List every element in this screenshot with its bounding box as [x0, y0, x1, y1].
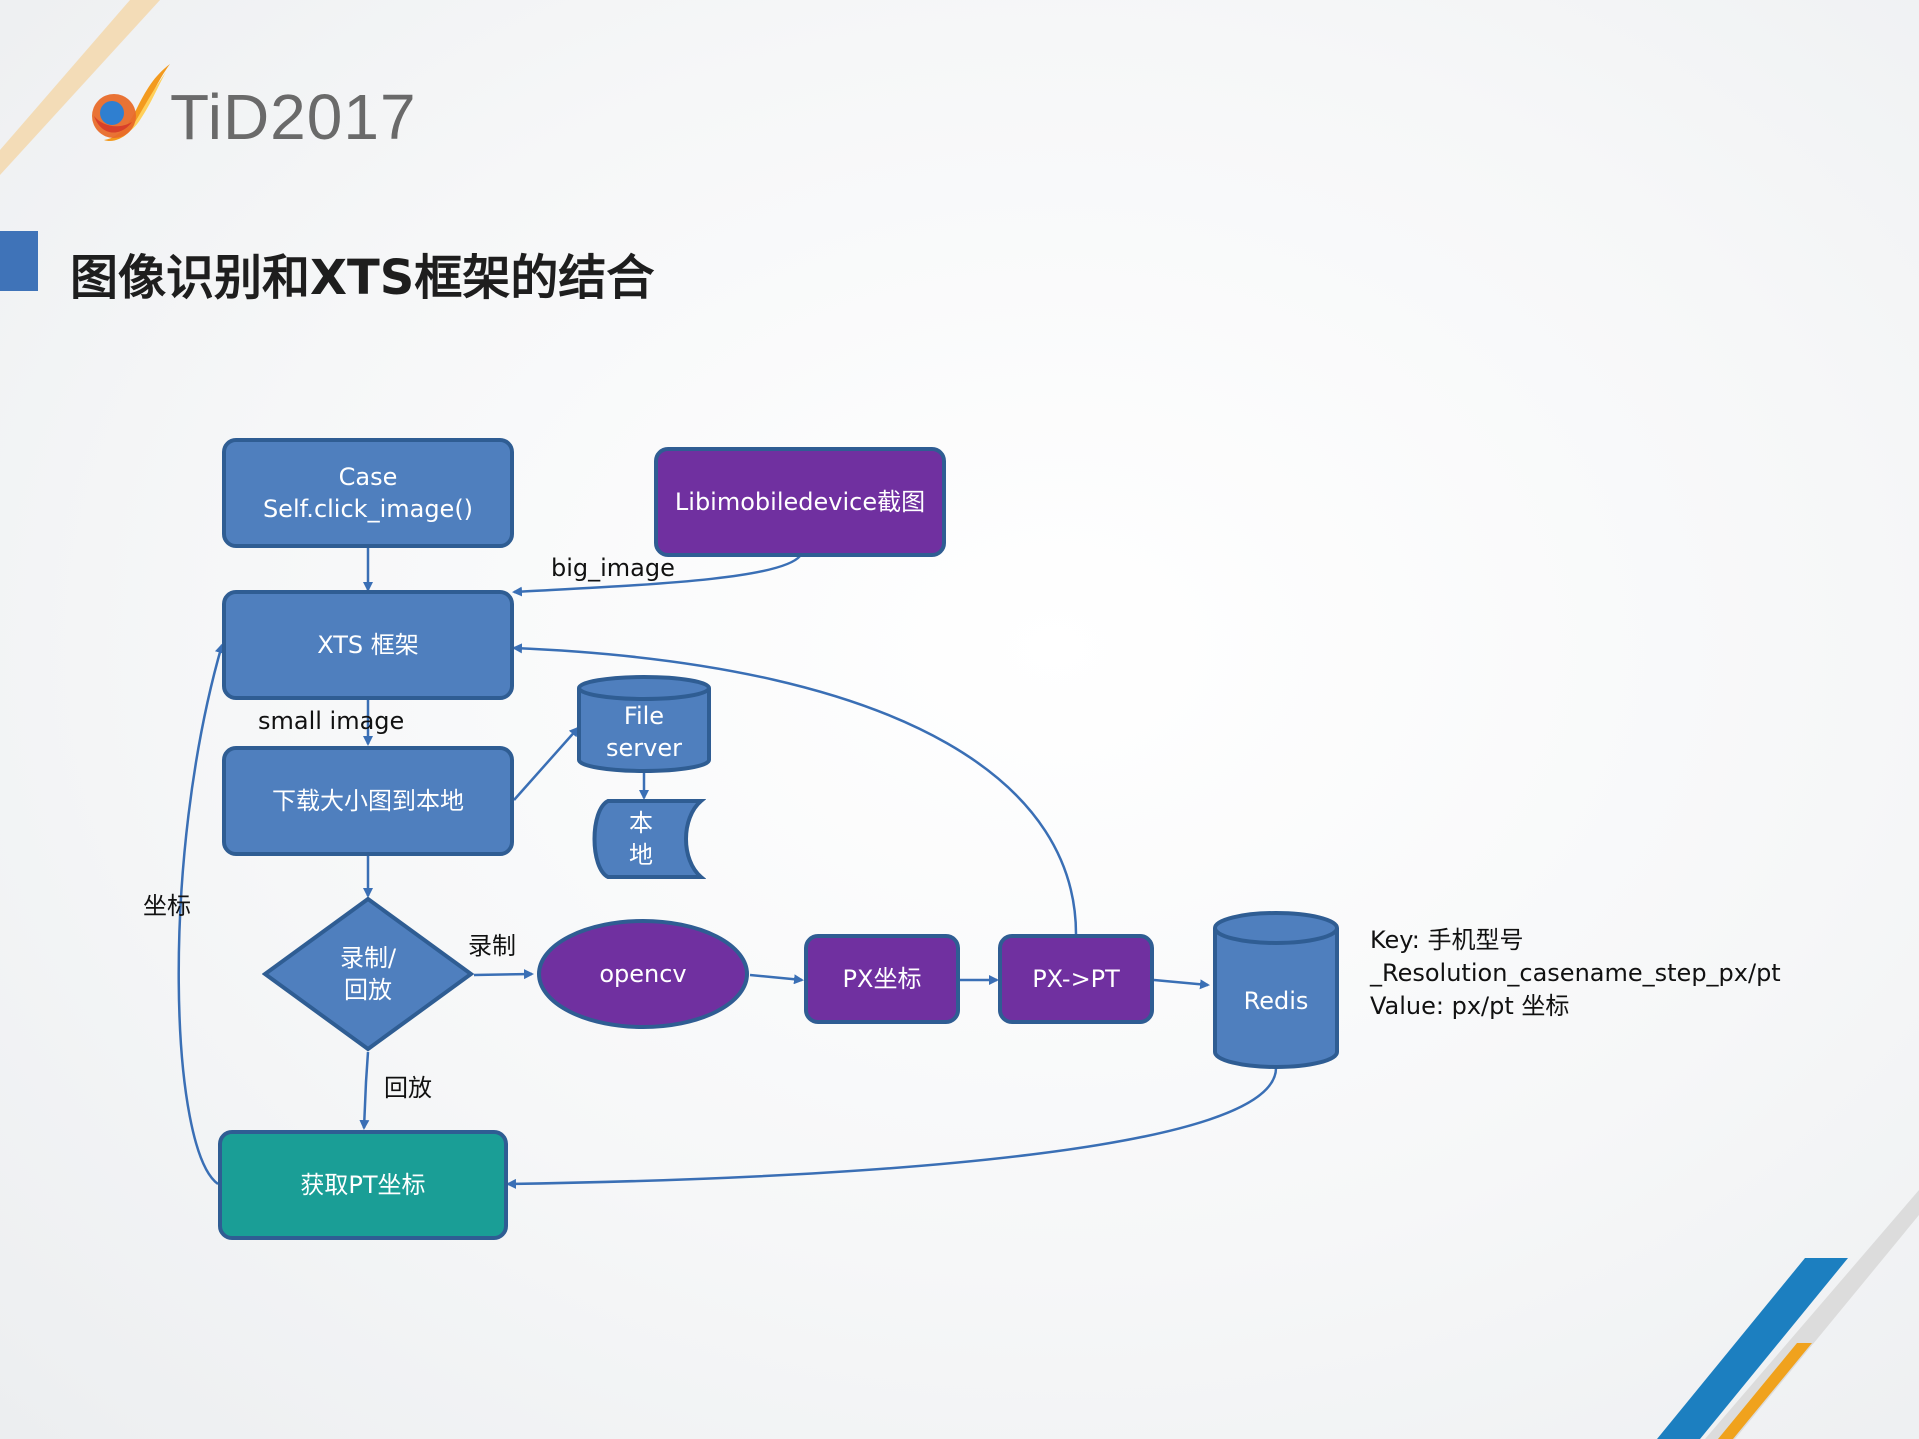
local-storage-node[interactable]: 本 地	[586, 798, 706, 880]
libimobiledevice-node[interactable]: Libimobiledevice截图	[654, 447, 946, 557]
opencv-label: opencv	[599, 959, 687, 988]
edge-pxpt-to-redis	[1153, 978, 1210, 990]
px-coordinate-node[interactable]: PX坐标	[804, 934, 960, 1024]
logo-text: TiD2017	[170, 81, 417, 153]
download-node[interactable]: 下载大小图到本地	[222, 746, 514, 856]
redis-node[interactable]: Redis	[1212, 910, 1340, 1070]
edge-label-record: 录制	[468, 932, 516, 960]
download-label: 下载大小图到本地	[272, 786, 464, 815]
local-line2: 地	[629, 841, 653, 869]
file-server-line1: File	[623, 701, 665, 730]
logo: TiD2017	[88, 60, 418, 153]
case-node[interactable]: Case Self.click_image()	[222, 438, 514, 548]
edge-getpt-to-xts	[177, 643, 225, 1186]
file-server-line2: server	[606, 734, 682, 762]
ellipse-icon	[537, 919, 749, 1029]
case-node-line2: Self.click_image()	[262, 495, 474, 523]
corner-stripe-gray	[1705, 1190, 1919, 1439]
redis-key-value-note: Key: 手机型号 _Resolution_casename_step_px/p…	[1370, 924, 1781, 1023]
edge-pxpt-to-xts	[512, 643, 1078, 935]
decision-line2: 回放	[344, 976, 392, 1004]
slide-title: 图像识别和XTS框架的结合	[70, 250, 655, 306]
case-node-line1: Case	[338, 462, 398, 491]
corner-stripe-orange	[1718, 1343, 1812, 1439]
get-pt-coordinate-node[interactable]: 获取PT坐标	[218, 1130, 508, 1240]
edge-label-big-image: big_image	[551, 554, 675, 582]
local-line1: 本	[629, 808, 653, 837]
xts-framework-node[interactable]: XTS 框架	[222, 590, 514, 700]
opencv-node[interactable]: opencv	[536, 918, 750, 1030]
database-icon	[1213, 911, 1339, 1069]
px-to-pt-label: PX->PT	[1032, 964, 1120, 993]
corner-stripe-blue	[1657, 1258, 1848, 1439]
edge-redis-to-getpt	[506, 1067, 1278, 1189]
edge-label-small-image: small image	[258, 707, 405, 735]
title-marker	[0, 231, 38, 291]
edge-decision-to-getpt	[359, 1051, 370, 1130]
xts-framework-label: XTS 框架	[317, 630, 419, 659]
diamond-icon	[262, 896, 474, 1052]
cylinder-icon	[577, 675, 711, 773]
note-line2: _Resolution_casename_step_px/pt	[1370, 959, 1781, 988]
px-coordinate-label: PX坐标	[842, 964, 922, 993]
edge-download-to-fileserver	[513, 726, 580, 801]
note-line1: Key: 手机型号	[1370, 926, 1524, 954]
edge-label-coordinate: 坐标	[143, 892, 191, 920]
edge-decision-to-opencv	[473, 969, 534, 980]
edge-libimobile-to-xts	[512, 555, 801, 597]
decision-line1: 录制/	[339, 943, 397, 972]
edge-opencv-to-px	[749, 973, 804, 985]
stored-data-icon	[592, 799, 706, 879]
redis-label: Redis	[1243, 986, 1309, 1015]
corner-stripe-top-left	[0, 0, 160, 175]
note-line3: Value: px/pt 坐标	[1370, 992, 1570, 1021]
libimobiledevice-label: Libimobiledevice截图	[674, 487, 926, 516]
px-to-pt-node[interactable]: PX->PT	[998, 934, 1154, 1024]
logo-flame-icon	[92, 64, 170, 142]
record-playback-decision[interactable]: 录制/ 回放	[262, 896, 474, 1052]
edge-label-playback: 回放	[384, 1074, 432, 1102]
file-server-node[interactable]: File server	[576, 674, 712, 774]
get-pt-coordinate-label: 获取PT坐标	[300, 1170, 426, 1199]
